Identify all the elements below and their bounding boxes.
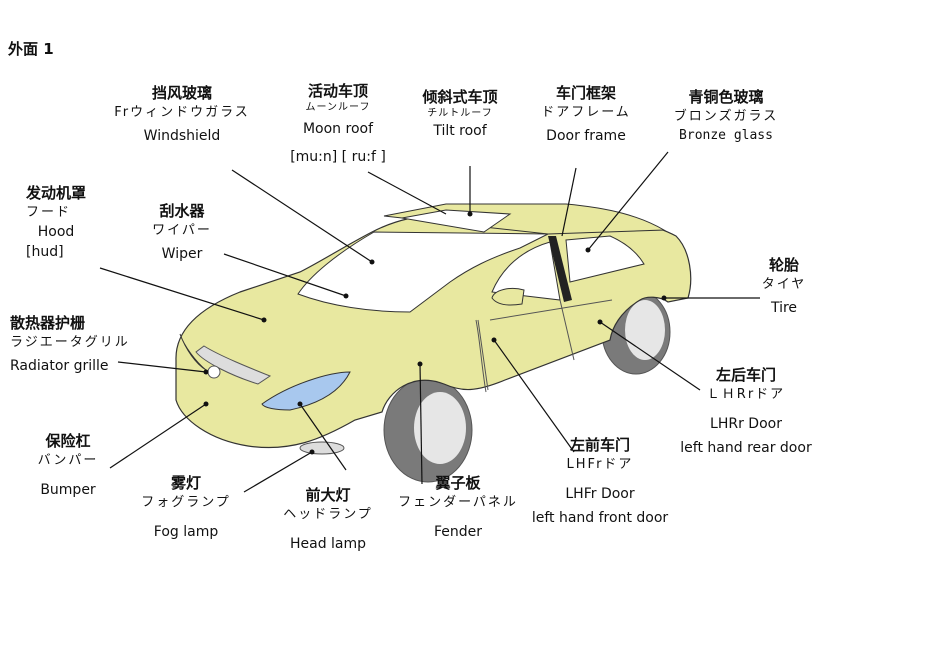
fender-ja: フェンダーパネル bbox=[398, 495, 518, 510]
tilt-roof-zh: 倾斜式车顶 bbox=[422, 88, 498, 106]
side-mirror bbox=[491, 287, 525, 306]
lh-front-door-en: LHFr Door bbox=[565, 486, 635, 502]
lh-front-door-en2: left hand front door bbox=[531, 510, 669, 526]
bronze-glass-ja: ブロンズガラス bbox=[673, 109, 779, 124]
radiator-grille-ja: ラジエータグリル bbox=[10, 335, 130, 350]
tire-zh: 轮胎 bbox=[768, 256, 799, 274]
label-lh-rear-door: 左后车门 ＬＨRrドア LHRr Door left hand rear doo… bbox=[680, 366, 811, 458]
moon-roof-ja: ムーンルーフ bbox=[305, 102, 371, 113]
label-windshield: 挡风玻璃 Frウィンドウガラス Windshield bbox=[114, 84, 250, 146]
label-radiator-grille: 散热器护栅 ラジエータグリル Radiator grille bbox=[10, 314, 130, 376]
label-head-lamp: 前大灯 ヘッドランプ Head lamp bbox=[283, 486, 373, 554]
label-lh-front-door: 左前车门 LHFrドア LHFr Door left hand front do… bbox=[532, 436, 668, 528]
label-tilt-roof: 倾斜式车顶 チルトルーフ Tilt roof bbox=[422, 88, 497, 141]
label-door-frame: 车门框架 ドアフレーム Door frame bbox=[541, 84, 631, 146]
windshield-glass bbox=[297, 231, 549, 313]
door-frame-ja: ドアフレーム bbox=[541, 105, 631, 120]
hood-zh: 发动机罩 bbox=[25, 184, 87, 202]
lh-rear-door-zh: 左后车门 bbox=[715, 366, 777, 384]
bronze-glass-en: Bronze glass bbox=[679, 128, 773, 143]
lh-front-door-zh: 左前车门 bbox=[569, 436, 631, 454]
door-frame-en: Door frame bbox=[546, 128, 626, 144]
windshield-en: Windshield bbox=[143, 128, 221, 144]
label-moon-roof: 活动车顶 ムーンルーフ Moon roof [mu:n] [ ru:f ] bbox=[290, 82, 386, 167]
fog-lamp-zh: 雾灯 bbox=[170, 474, 201, 492]
hood-en: Hood bbox=[37, 224, 75, 240]
label-bronze-glass: 青铜色玻璃 ブロンズガラス Bronze glass bbox=[674, 88, 778, 146]
label-hood: 发动机罩 フード Hood [hud] bbox=[26, 184, 86, 262]
radiator-grille-en: Radiator grille bbox=[10, 358, 109, 374]
fender-zh: 翼子板 bbox=[435, 474, 481, 492]
wiper-en: Wiper bbox=[161, 246, 203, 262]
moon-roof-pron: [mu:n] [ ru:f ] bbox=[290, 149, 386, 165]
hood-ja: フード bbox=[25, 205, 72, 220]
tilt-roof-ja: チルトルーフ bbox=[427, 108, 493, 119]
bronze-glass-zh: 青铜色玻璃 bbox=[688, 88, 764, 106]
leader-lines bbox=[99, 151, 760, 493]
moon-roof-glass bbox=[401, 209, 512, 233]
lh-front-door-ja: LHFrドア bbox=[566, 457, 634, 472]
moon-roof-en: Moon roof bbox=[302, 121, 374, 137]
hood-pron: [hud] bbox=[25, 244, 64, 260]
label-tire: 轮胎 タイヤ Tire bbox=[762, 256, 807, 318]
radiator-grille-shape bbox=[195, 345, 272, 385]
wiper-ja: ワイパー bbox=[152, 223, 212, 238]
tire-ja: タイヤ bbox=[761, 277, 807, 292]
head-lamp-en: Head lamp bbox=[289, 536, 367, 552]
head-lamp-zh: 前大灯 bbox=[305, 486, 351, 504]
fog-lamp-en: Fog lamp bbox=[153, 524, 219, 540]
label-fender: 翼子板 フェンダーパネル Fender bbox=[398, 474, 518, 542]
fog-lamp-ja: フォグランプ bbox=[141, 495, 231, 510]
lh-rear-door-en2: left hand rear door bbox=[680, 440, 812, 456]
fender-en: Fender bbox=[433, 524, 483, 540]
windshield-zh: 挡风玻璃 bbox=[151, 84, 212, 102]
tilt-roof-en: Tilt roof bbox=[433, 123, 487, 139]
wiper-zh: 刮水器 bbox=[159, 202, 205, 220]
tire-en: Tire bbox=[770, 300, 798, 316]
label-wiper: 刮水器 ワイパー Wiper bbox=[152, 202, 212, 264]
windshield-ja: Frウィンドウガラス bbox=[114, 105, 250, 120]
door-frame-zh: 车门框架 bbox=[555, 84, 616, 102]
label-bumper: 保险杠 バンパー Bumper bbox=[38, 432, 99, 500]
lh-rear-door-en: LHRr Door bbox=[710, 416, 782, 432]
radiator-grille-zh: 散热器护栅 bbox=[10, 314, 86, 332]
lh-rear-door-ja: ＬＨRrドア bbox=[706, 387, 786, 402]
moon-roof-zh: 活动车顶 bbox=[307, 82, 369, 100]
rear-side-window bbox=[565, 235, 645, 283]
bumper-ja: バンパー bbox=[37, 453, 99, 468]
section-title: 外面 1 bbox=[8, 40, 54, 58]
bumper-en: Bumper bbox=[40, 482, 96, 498]
bumper-zh: 保险杠 bbox=[45, 432, 91, 450]
label-fog-lamp: 雾灯 フォグランプ Fog lamp bbox=[141, 474, 231, 542]
fog-lamp-shape bbox=[299, 441, 345, 455]
head-lamp-ja: ヘッドランプ bbox=[283, 507, 373, 522]
right-headlamp bbox=[261, 371, 351, 411]
